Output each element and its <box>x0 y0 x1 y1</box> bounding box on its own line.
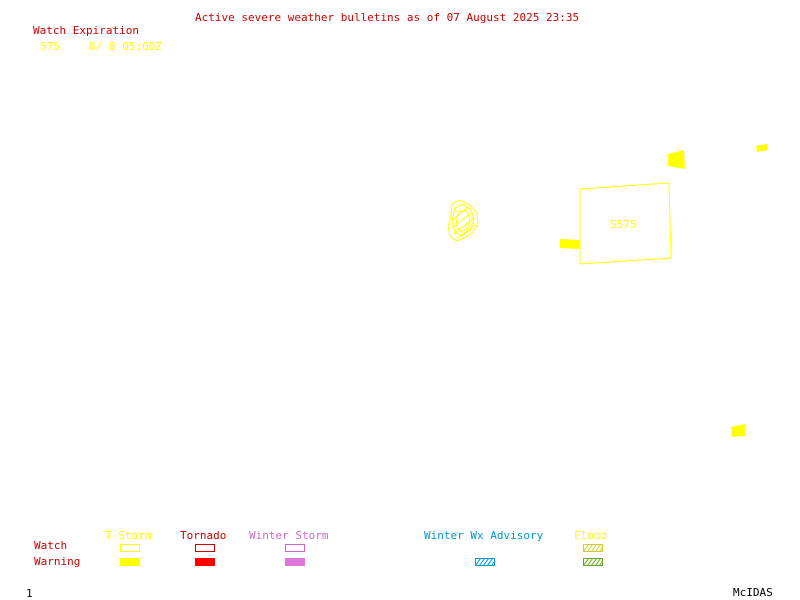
watch-number: 575 <box>40 40 60 53</box>
watch-box-label: S575 <box>610 218 637 231</box>
tstorm-warning-outline-cluster[interactable] <box>447 199 479 242</box>
tstorm-warning-polygon[interactable] <box>756 144 768 152</box>
legend-tstorm-warning-swatch <box>120 558 140 566</box>
legend-flood-label: Flood <box>574 529 608 542</box>
legend-winter-storm-warning-swatch <box>285 558 305 566</box>
watch-box-575[interactable] <box>579 182 672 265</box>
watch-expiration-heading: Watch Expiration <box>33 24 139 37</box>
legend-tstorm-watch-swatch <box>120 544 140 552</box>
watch-expiration-time: 8/ 8 05:00Z <box>89 40 162 53</box>
tstorm-warning-polygon[interactable] <box>560 239 579 249</box>
brand-label: McIDAS <box>733 586 773 599</box>
tstorm-warning-polygon[interactable] <box>668 150 685 169</box>
legend-tstorm-label: T-Storm <box>105 529 152 542</box>
legend-flood-warning-swatch <box>583 558 603 566</box>
legend-tornado-watch-swatch <box>195 544 215 552</box>
legend-winter-storm-label: Winter Storm <box>249 529 329 542</box>
legend-winter-wx-advisory-label: Winter Wx Advisory <box>424 529 544 542</box>
bulletin-title: Active severe weather bulletins as of 07… <box>195 11 580 24</box>
legend-row-warning: Warning <box>34 555 81 568</box>
tstorm-warning-polygon[interactable] <box>731 424 745 437</box>
legend-winter-storm-watch-swatch <box>285 544 305 552</box>
legend-flood-watch-swatch <box>583 544 603 552</box>
legend-winter-wx-advisory-swatch <box>475 558 495 566</box>
legend-row-watch: Watch <box>34 539 68 552</box>
legend-tornado-warning-swatch <box>195 558 215 566</box>
frame-number: 1 <box>26 587 33 600</box>
legend-tornado-label: Tornado <box>180 529 227 542</box>
